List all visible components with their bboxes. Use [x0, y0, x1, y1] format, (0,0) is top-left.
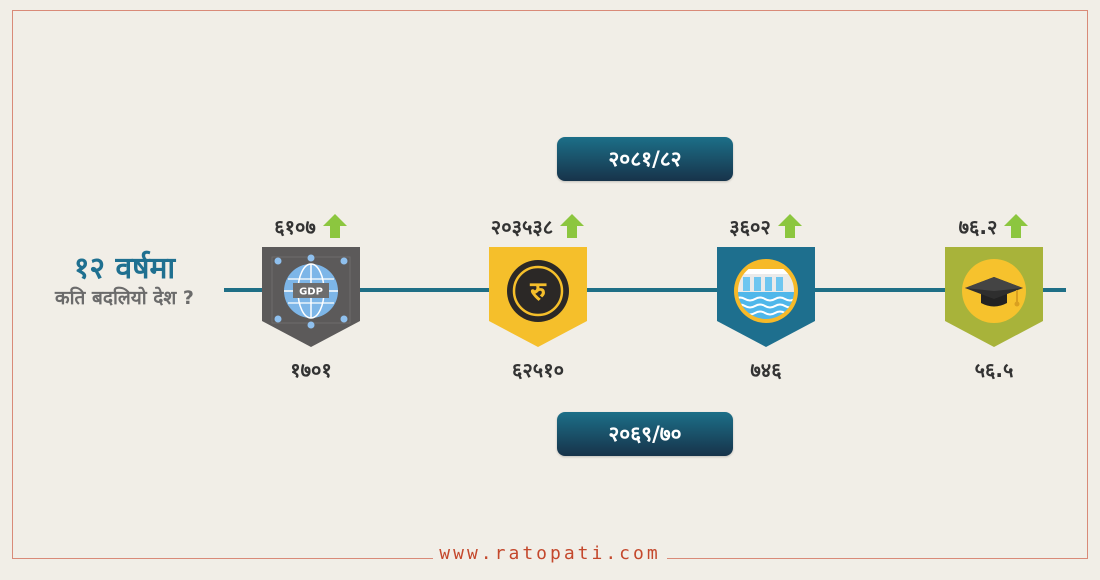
- value-earlier: ५६.५: [974, 358, 1014, 382]
- year-badge-latest: २०८१/८२: [557, 137, 733, 181]
- gdp-globe-icon: GDP: [262, 247, 360, 347]
- timeline-line: [224, 288, 1066, 292]
- value-latest: ७६.२: [958, 214, 998, 239]
- hydropower-dam-icon: [717, 247, 815, 347]
- heading-title: १२ वर्षमा: [73, 251, 176, 286]
- value-latest: ६१०७: [274, 214, 316, 239]
- footer-text[interactable]: www.ratopati.com: [433, 543, 667, 564]
- heading-subtitle: कति बदलियो देश ?: [55, 287, 194, 309]
- rupee-icon: रु: [489, 247, 587, 347]
- graduation-cap-icon: [945, 247, 1043, 347]
- svg-text:GDP: GDP: [299, 287, 323, 298]
- value-earlier: ६२५१०: [512, 358, 564, 382]
- value-latest: ३६०२: [729, 214, 771, 239]
- up-arrow-icon: [777, 214, 802, 238]
- value-earlier: १७०१: [290, 358, 332, 382]
- up-arrow-icon: [560, 214, 585, 238]
- heading: १२ वर्षमा कति बदलियो देश ?: [22, 252, 227, 310]
- value-latest: २०३५३८: [490, 214, 554, 239]
- svg-text:रु: रु: [529, 277, 547, 307]
- up-arrow-icon: [322, 214, 347, 238]
- up-arrow-icon: [1004, 214, 1029, 238]
- value-earlier: ७४६: [750, 358, 782, 382]
- year-badge-earlier: २०६९/७०: [557, 412, 733, 456]
- footer-url: www.ratopati.com: [0, 543, 1100, 564]
